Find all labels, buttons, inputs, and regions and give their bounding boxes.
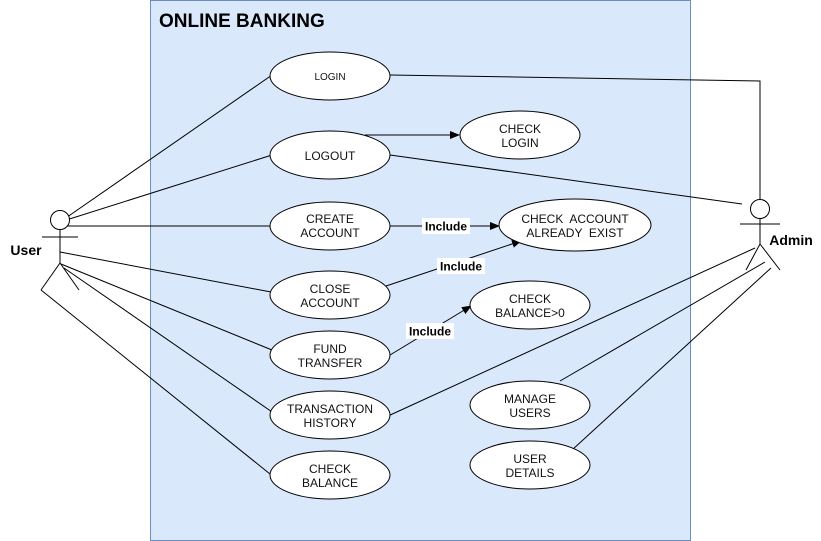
svg-text:USER: USER [513,452,547,466]
svg-text:LOGOUT: LOGOUT [305,149,356,163]
use-case-manage-users: MANAGE USERS [469,380,591,430]
use-case-check-balance: CHECK BALANCE [269,450,391,500]
user-associations [40,74,276,479]
svg-text:DETAILS: DETAILS [505,466,554,480]
admin-actor: Admin [740,199,813,271]
use-case-create-account: CREATE ACCOUNT [269,201,391,251]
svg-text:Include: Include [409,325,451,339]
system-title: ONLINE BANKING [159,11,325,32]
svg-text:ACCOUNT: ACCOUNT [300,296,360,310]
svg-text:HISTORY: HISTORY [304,416,357,430]
svg-text:MANAGE: MANAGE [504,392,556,406]
system-boundary [150,0,691,541]
svg-text:CHECK: CHECK [509,292,551,306]
include-label-fund: Include [406,323,454,339]
svg-text:ACCOUNT: ACCOUNT [300,226,360,240]
user-actor-label: User [10,242,42,258]
use-case-check-balance-gt0: CHECK BALANCE>0 [469,280,591,330]
svg-text:CLOSE: CLOSE [310,282,351,296]
use-case-logout: LOGOUT [269,130,391,180]
svg-text:Include: Include [440,260,482,274]
svg-text:USERS: USERS [509,406,550,420]
svg-text:FUND: FUND [313,342,347,356]
user-actor: User [10,210,80,291]
svg-text:BALANCE>0: BALANCE>0 [495,306,565,320]
svg-text:LOGIN: LOGIN [501,136,538,150]
use-case-fund-transfer: FUND TRANSFER [269,330,391,380]
admin-associations [387,74,772,451]
use-case-login: LOGIN [269,51,391,101]
include-label-create: Include [422,218,470,234]
svg-text:ALREADY EXIST: ALREADY EXIST [526,226,624,240]
svg-text:LOGIN: LOGIN [314,72,345,83]
svg-text:TRANSACTION: TRANSACTION [287,402,373,416]
svg-text:BALANCE: BALANCE [302,476,358,490]
svg-text:TRANSFER: TRANSFER [298,356,363,370]
use-case-transaction-history: TRANSACTION HISTORY [269,390,391,440]
use-case-check-account-exist: CHECK ACCOUNT ALREADY EXIST [498,198,652,252]
admin-actor-label: Admin [769,232,813,248]
svg-text:CREATE: CREATE [306,212,354,226]
svg-text:CHECK ACCOUNT: CHECK ACCOUNT [521,212,629,226]
use-case-user-details: USER DETAILS [469,440,591,490]
use-case-check-login: CHECK LOGIN [459,110,581,160]
svg-text:Include: Include [425,220,467,234]
svg-text:CHECK: CHECK [309,462,351,476]
use-case-close-account: CLOSE ACCOUNT [269,270,391,320]
include-label-close: Include [437,258,485,274]
svg-text:CHECK: CHECK [499,122,541,136]
